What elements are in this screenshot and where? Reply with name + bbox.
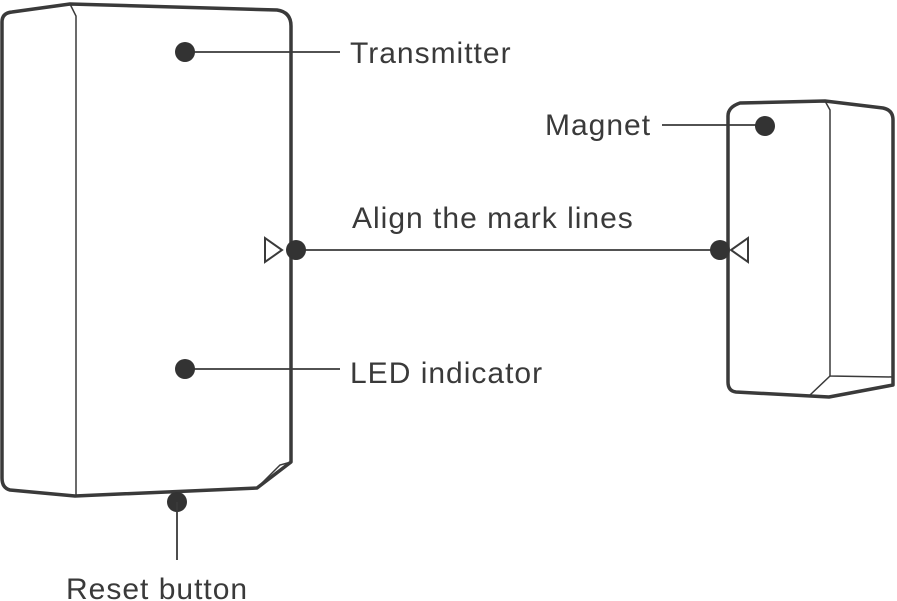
led-dot <box>175 359 195 379</box>
magnet-label: Magnet <box>545 109 651 142</box>
align-label: Align the mark lines <box>352 202 634 235</box>
align-dot-right <box>710 240 730 260</box>
transmitter-label: Transmitter <box>350 37 512 70</box>
magnet-body <box>726 99 895 399</box>
magnet-mark-triangle-icon <box>729 236 749 264</box>
magnet-dot <box>755 116 775 136</box>
transmitter-mark-triangle-icon <box>264 236 284 264</box>
align-dot-left <box>286 240 306 260</box>
transmitter-body <box>0 2 293 498</box>
reset-label: Reset button <box>66 573 248 601</box>
led-label: LED indicator <box>350 357 543 390</box>
transmitter-dot <box>175 42 195 62</box>
